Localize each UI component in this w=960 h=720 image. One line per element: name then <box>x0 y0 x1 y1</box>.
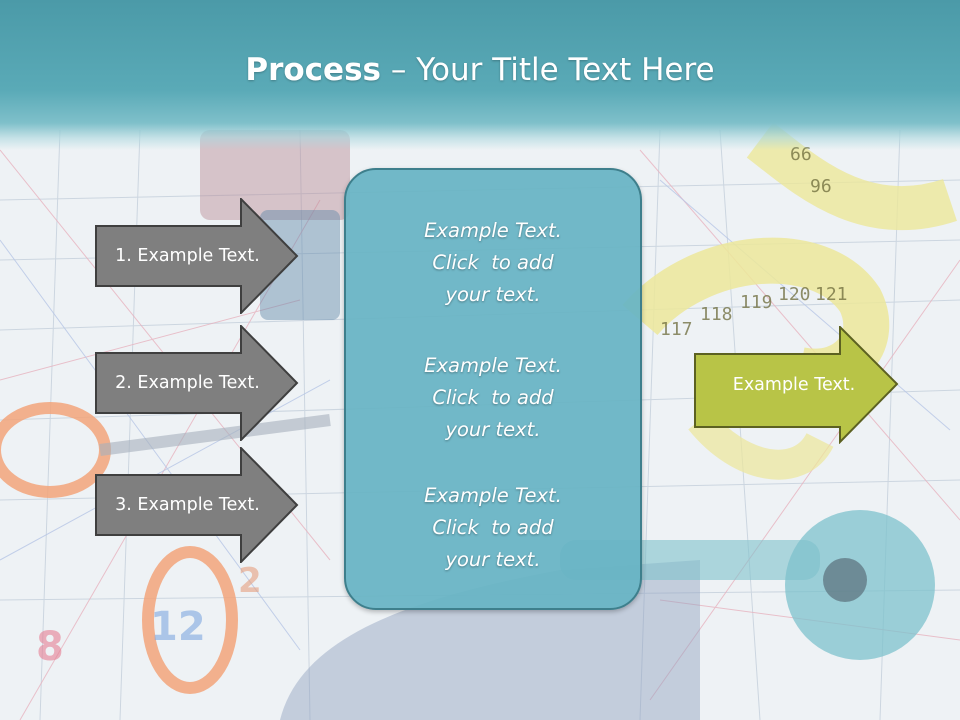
panel-line: Example Text. <box>424 219 562 242</box>
step-arrow-3[interactable]: 3. Example Text. <box>95 447 300 563</box>
center-text-panel[interactable]: Example Text. Click to add your text. Ex… <box>344 168 642 610</box>
panel-line: Example Text. <box>424 484 562 507</box>
title-bold: Process <box>245 52 381 88</box>
panel-text-block-1[interactable]: Example Text. Click to add your text. <box>346 215 640 311</box>
step-label: 2. Example Text. <box>115 373 260 393</box>
step-arrow-1[interactable]: 1. Example Text. <box>95 198 300 314</box>
step-label: 3. Example Text. <box>115 495 260 515</box>
panel-text-block-2[interactable]: Example Text. Click to add your text. <box>346 350 640 446</box>
panel-line: your text. <box>445 548 541 571</box>
tape-number: 120 <box>778 284 811 305</box>
panel-line: Click to add <box>432 386 554 409</box>
result-label: Example Text. <box>732 375 856 395</box>
tape-number: 96 <box>810 176 832 197</box>
title-bar: Process – Your Title Text Here <box>0 0 960 150</box>
result-arrow[interactable]: Example Text. <box>694 326 900 444</box>
panel-line: Click to add <box>432 516 554 539</box>
panel-text-block-3[interactable]: Example Text. Click to add your text. <box>346 480 640 576</box>
tape-number: 118 <box>700 304 733 325</box>
panel-line: your text. <box>445 418 541 441</box>
step-label: 1. Example Text. <box>115 246 260 266</box>
pattern-number: 12 <box>150 604 206 650</box>
pattern-number: 2 <box>238 561 262 601</box>
tape-number: 119 <box>740 292 773 313</box>
tape-number: 121 <box>815 284 848 305</box>
step-arrow-2[interactable]: 2. Example Text. <box>95 325 300 441</box>
tape-number: 117 <box>660 319 693 340</box>
panel-line: Click to add <box>432 251 554 274</box>
title-rest: – Your Title Text Here <box>381 52 715 88</box>
page-title[interactable]: Process – Your Title Text Here <box>0 52 960 88</box>
panel-line: your text. <box>445 283 541 306</box>
panel-line: Example Text. <box>424 354 562 377</box>
pattern-number: 8 <box>36 624 64 670</box>
